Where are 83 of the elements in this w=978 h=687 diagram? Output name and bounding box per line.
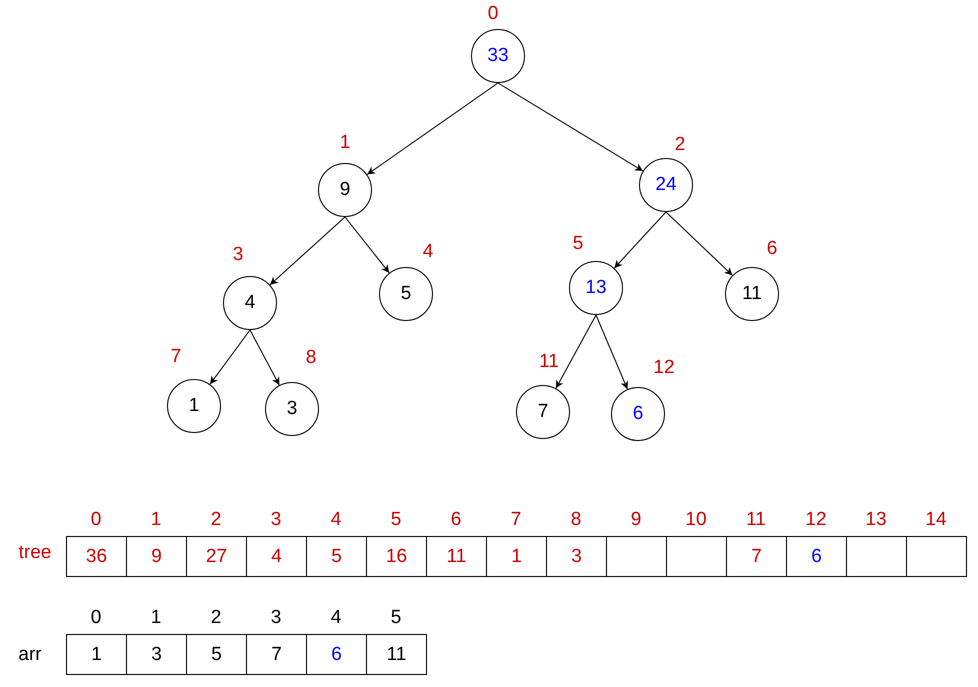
array-cell: 9 xyxy=(126,536,187,577)
node-index-label: 1 xyxy=(340,132,350,154)
array-cell: 6 xyxy=(306,634,367,675)
index-label: 6 xyxy=(450,509,462,531)
arrow xyxy=(344,216,390,274)
arrow xyxy=(666,212,733,276)
tree-node-circle xyxy=(516,385,570,439)
array-cell: 11 xyxy=(366,634,427,675)
node-value: 5 xyxy=(400,283,412,305)
index-label: 5 xyxy=(390,607,402,629)
node-index-label: 0 xyxy=(488,3,498,25)
array-cell: 1 xyxy=(66,634,127,675)
tree-node-circle xyxy=(318,163,372,217)
index-label: 0 xyxy=(90,509,102,531)
arrow xyxy=(270,216,346,286)
index-label: 4 xyxy=(330,509,342,531)
tree-node-circle xyxy=(223,276,277,330)
arrow xyxy=(614,212,666,269)
arrow xyxy=(596,314,628,390)
arrow xyxy=(555,314,596,389)
array-cell: 7 xyxy=(246,634,307,675)
node-index-label: 8 xyxy=(306,347,316,369)
row-label: arr xyxy=(18,644,42,666)
index-label: 9 xyxy=(630,509,642,531)
index-label: 4 xyxy=(330,607,342,629)
node-index-label: 2 xyxy=(674,134,686,156)
index-label: 1 xyxy=(150,607,162,629)
index-label: 2 xyxy=(210,509,222,531)
array-cell: 4 xyxy=(246,536,307,577)
array-cell: 16 xyxy=(366,536,427,577)
index-label: 2 xyxy=(210,607,222,629)
node-value: 33 xyxy=(487,45,509,67)
node-index-label: 7 xyxy=(170,346,182,368)
node-value: 3 xyxy=(286,398,298,420)
index-label: 13 xyxy=(865,509,887,531)
arrow xyxy=(366,82,498,176)
index-label: 0 xyxy=(90,607,102,629)
index-label: 3 xyxy=(270,509,282,531)
tree-node-circle xyxy=(379,267,433,321)
array-cell: 3 xyxy=(126,634,187,675)
array-cell: 5 xyxy=(186,634,247,675)
index-label: 10 xyxy=(685,509,707,531)
array-cell: 11 xyxy=(426,536,487,577)
node-value: 1 xyxy=(188,395,200,417)
index-label: 14 xyxy=(925,509,947,531)
tree-node-circle xyxy=(611,387,665,441)
array-cell: 27 xyxy=(186,536,247,577)
tree-node-circle xyxy=(167,379,221,433)
index-label: 11 xyxy=(746,509,766,531)
tree-node-circle xyxy=(265,382,319,436)
array-cell: 36 xyxy=(66,536,127,577)
array-cell: 7 xyxy=(726,536,787,577)
node-value: 4 xyxy=(244,292,256,314)
arrow xyxy=(250,330,280,386)
arrow xyxy=(498,82,644,172)
node-value: 9 xyxy=(340,179,350,201)
index-label: 3 xyxy=(270,607,282,629)
node-index-label: 3 xyxy=(232,244,244,266)
node-index-label: 12 xyxy=(653,357,675,379)
array-cell: 1 xyxy=(486,536,547,577)
node-value: 7 xyxy=(538,401,548,423)
row-label: tree xyxy=(18,542,52,564)
index-label: 7 xyxy=(510,509,522,531)
index-label: 1 xyxy=(150,509,162,531)
node-value: 11 xyxy=(742,283,762,305)
index-label: 12 xyxy=(805,509,827,531)
index-label: 5 xyxy=(390,509,402,531)
index-label: 8 xyxy=(570,509,582,531)
array-cell: 5 xyxy=(306,536,367,577)
node-index-label: 4 xyxy=(422,241,434,263)
node-value: 13 xyxy=(585,277,607,299)
tree-node-circle xyxy=(725,267,779,321)
node-index-label: 11 xyxy=(539,351,559,373)
node-value: 6 xyxy=(632,403,644,425)
arrow xyxy=(210,330,250,385)
array-cell: 3 xyxy=(546,536,607,577)
node-index-label: 5 xyxy=(572,233,584,255)
tree-node-circle xyxy=(471,29,525,83)
node-value: 24 xyxy=(655,174,677,196)
tree-node-circle xyxy=(639,158,693,212)
node-index-label: 6 xyxy=(766,238,778,260)
tree-node-circle xyxy=(569,261,623,315)
array-cell: 6 xyxy=(786,536,847,577)
